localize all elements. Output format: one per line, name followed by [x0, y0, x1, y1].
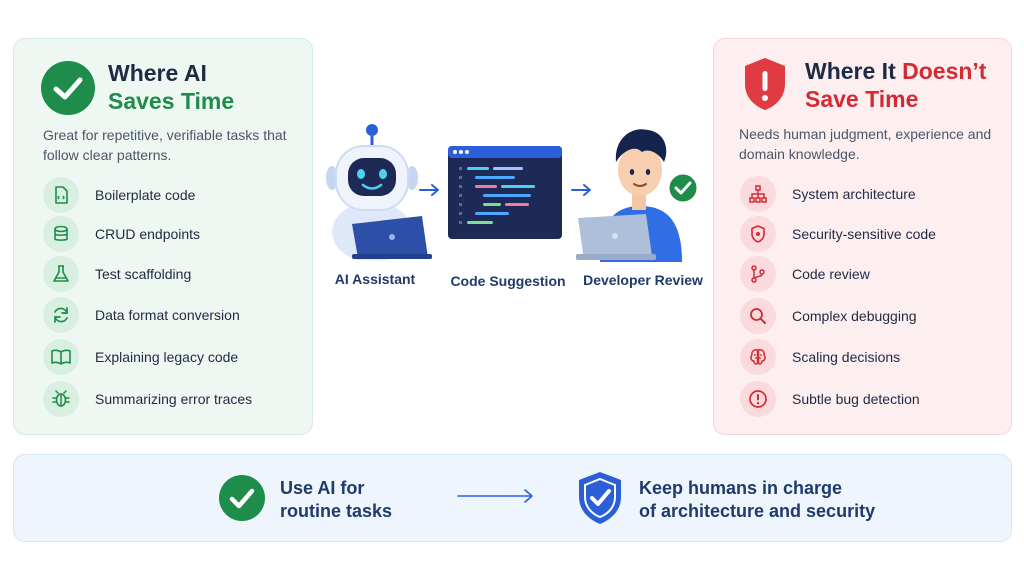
arrow-right-icon — [419, 184, 439, 196]
right-panel-description: Needs human judgment, experience and dom… — [739, 126, 992, 162]
arrow-right-icon — [457, 489, 533, 503]
list-item: Security-sensitive code — [740, 216, 936, 252]
list-item: Code review — [740, 256, 870, 292]
code-window-icon — [448, 146, 562, 239]
list-item: Explaining legacy code — [43, 339, 238, 375]
workflow-step-label: Code Suggestion — [450, 273, 566, 289]
database-icon — [43, 216, 79, 252]
list-item-label: Test scaffolding — [95, 266, 192, 282]
right-panel-title: Where It Doesn’t Save Time — [805, 58, 987, 112]
list-item: Data format conversion — [43, 297, 240, 333]
keep-humans-text: Keep humans in charge of architecture an… — [639, 478, 876, 521]
workflow-step-label: Developer Review — [583, 272, 703, 288]
list-item-label: Security-sensitive code — [792, 226, 936, 242]
bug-icon — [43, 381, 79, 417]
robot-icon — [326, 124, 432, 260]
list-item-label: Data format conversion — [95, 307, 240, 323]
developer-icon — [576, 129, 700, 262]
list-item-label: System architecture — [792, 186, 916, 202]
use-ai-text: Use AI for routine tasks — [280, 478, 393, 521]
arrow-right-icon — [571, 184, 591, 196]
list-item-label: Subtle bug detection — [792, 391, 920, 407]
list-item: CRUD endpoints — [43, 216, 200, 252]
alert-icon — [740, 381, 776, 417]
list-item: Summarizing error traces — [43, 381, 252, 417]
refresh-icon — [43, 297, 79, 333]
list-item-label: Explaining legacy code — [95, 349, 239, 365]
check-circle-icon — [41, 61, 95, 115]
list-item: Subtle bug detection — [740, 381, 920, 417]
workflow-step-label: AI Assistant — [334, 271, 416, 287]
list-item: Test scaffolding — [43, 256, 191, 292]
left-panel-description: Great for repetitive, verifiable tasks t… — [43, 127, 287, 163]
list-item: Boilerplate code — [43, 177, 195, 213]
list-item: Scaling decisions — [740, 339, 900, 375]
magnifier-icon — [740, 298, 776, 334]
list-item-label: CRUD endpoints — [95, 226, 201, 242]
list-item: System architecture — [740, 176, 916, 212]
shield-icon — [740, 216, 776, 252]
list-item-label: Code review — [792, 266, 870, 282]
brain-icon — [740, 339, 776, 375]
left-panel-title: Where AI Saves Time — [108, 60, 235, 114]
list-item-label: Complex debugging — [792, 308, 917, 324]
shield-alert-icon — [745, 58, 785, 110]
book-icon — [43, 339, 79, 375]
shield-check-icon — [579, 472, 621, 524]
flask-icon — [43, 256, 79, 292]
summary-banner — [13, 454, 1012, 542]
git-branch-icon — [740, 256, 776, 292]
list-item-label: Boilerplate code — [95, 187, 196, 203]
list-item: Complex debugging — [740, 298, 917, 334]
check-circle-icon — [219, 475, 265, 521]
list-item-label: Scaling decisions — [792, 349, 901, 365]
list-item-label: Summarizing error traces — [95, 391, 253, 407]
sitemap-icon — [740, 176, 776, 212]
file-code-icon — [43, 177, 79, 213]
